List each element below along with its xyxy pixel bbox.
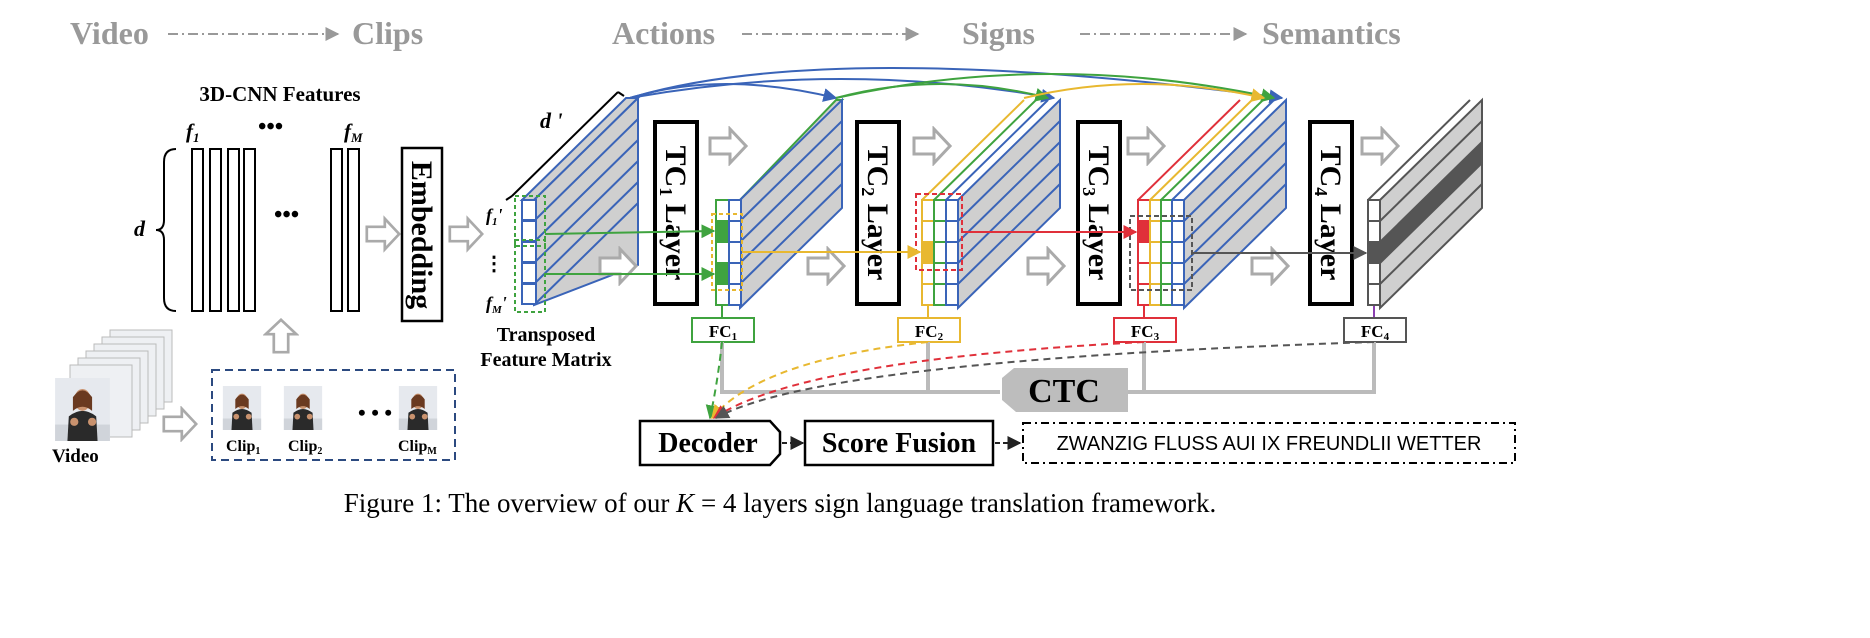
stage-actions: Actions — [612, 15, 715, 51]
skip-connections — [629, 67, 1284, 104]
cnn-features: 3D-CNN Features f1 ••• fM d ••• — [134, 82, 363, 312]
tc4-label: TC4 Layer — [1311, 146, 1347, 281]
output-sentence: ZWANZIG FLUSS AUI IX FREUNDLII WETTER — [1057, 433, 1482, 455]
tc1-label: TC1 Layer — [656, 146, 692, 281]
block-tc1-output — [711, 97, 845, 311]
cnn-features-title: 3D-CNN Features — [199, 82, 360, 106]
block-tc3-output — [1129, 97, 1287, 311]
arrow-hollow-a7 — [1360, 127, 1400, 165]
clip-2-image — [283, 386, 323, 430]
embedding-box: Embedding — [400, 146, 444, 323]
transposed-title-2: Feature Matrix — [480, 349, 611, 371]
tc2-label: TC2 Layer — [858, 146, 894, 281]
fc3-label: FC3 — [1131, 322, 1160, 343]
arrow-hollow-a3 — [912, 127, 952, 165]
clip-1-image — [222, 386, 262, 430]
ctc-lines — [720, 342, 1376, 394]
flow-lines — [544, 224, 1368, 281]
stage-signs: Signs — [962, 15, 1035, 51]
clip-ellipsis: • • • — [358, 400, 392, 425]
clip-1-label: Clip1 — [226, 438, 260, 457]
arrow-video-to-clips — [162, 407, 198, 441]
transposed-front-cells — [521, 199, 537, 305]
fc4-label: FC4 — [1361, 322, 1390, 343]
arrow-clips-to-features — [264, 318, 298, 354]
stage-header: Video Clips Actions Signs Semantics — [70, 15, 1401, 51]
output-sentence-box: ZWANZIG FLUSS AUI IX FREUNDLII WETTER — [1022, 422, 1516, 464]
clip-2-label: Clip2 — [288, 438, 322, 457]
clip-M-image — [398, 386, 438, 430]
score-fusion-box: Score Fusion — [803, 419, 995, 467]
decoder-label: Decoder — [658, 428, 758, 459]
window-2-green — [514, 239, 546, 313]
tc3-layer: TC3 Layer — [1076, 120, 1122, 306]
fc3-box: FC3 — [1113, 306, 1177, 343]
stage-video: Video — [70, 15, 149, 51]
embedding-label: Embedding — [405, 161, 438, 309]
tc1-layer: TC1 Layer — [653, 120, 699, 306]
arrow-hollow-a4 — [1026, 247, 1066, 285]
transposed-slabs — [519, 95, 641, 307]
feature-fM-label: fM — [344, 119, 363, 145]
feature-ellipsis-top: ••• — [258, 114, 283, 140]
fc4-box: FC4 — [1343, 306, 1407, 343]
arrow-hollow-a1 — [708, 127, 748, 165]
fc2-label: FC2 — [915, 322, 944, 343]
feature-f1-label: f1 — [186, 119, 200, 145]
block-tc4-output — [1367, 97, 1483, 311]
decoder-box: Decoder — [638, 419, 782, 467]
score-fusion-label: Score Fusion — [822, 428, 977, 459]
f1prime-label: f1' — [486, 205, 503, 228]
video-label: Video — [52, 446, 99, 467]
block-tc2-output — [915, 97, 1061, 311]
arrow-hollow-a6 — [1250, 247, 1290, 285]
ctc-label: CTC — [1028, 373, 1100, 410]
stage-semantics: Semantics — [1262, 15, 1401, 51]
ctc-box: CTC — [1002, 368, 1128, 412]
arrow-hollow-a2 — [806, 247, 846, 285]
figure-caption: Figure 1: The overview of our K = 4 laye… — [344, 488, 1217, 518]
feature-columns — [191, 148, 360, 312]
stage-clips: Clips — [352, 15, 423, 51]
feature-ellipsis-mid: ••• — [274, 202, 299, 228]
transposed-matrix: d ' f1' ⋮ fM' Transposed Feature Matrix — [480, 91, 641, 371]
fc2-box: FC2 — [897, 306, 961, 343]
fMprime-label: fM' — [486, 293, 507, 316]
tc4-layer: TC4 Layer — [1308, 120, 1354, 306]
clips-box: • • • Clip1 Clip2 ClipM — [211, 369, 456, 461]
video-frame-image — [55, 378, 110, 441]
decoder-dashed-lines — [705, 341, 1375, 420]
clip-M-label: ClipM — [398, 438, 437, 457]
dimension-brace — [155, 148, 177, 312]
tc2-layer: TC2 Layer — [855, 120, 901, 306]
window-1-green — [514, 195, 546, 247]
dprime-label: d ' — [540, 108, 563, 133]
fc1-box: FC1 — [691, 306, 755, 343]
dimension-d-label: d — [134, 216, 146, 241]
tc3-label: TC3 Layer — [1079, 146, 1115, 281]
transposed-title-1: Transposed — [497, 324, 596, 346]
arrow-to-embedding — [365, 217, 401, 251]
video-stack: Video — [52, 329, 173, 467]
arrow-hollow-a5 — [1126, 127, 1166, 165]
arrow-to-transposed — [448, 217, 484, 251]
transposed-vertical-ellipsis: ⋮ — [484, 253, 504, 275]
fc1-label: FC1 — [709, 322, 737, 343]
